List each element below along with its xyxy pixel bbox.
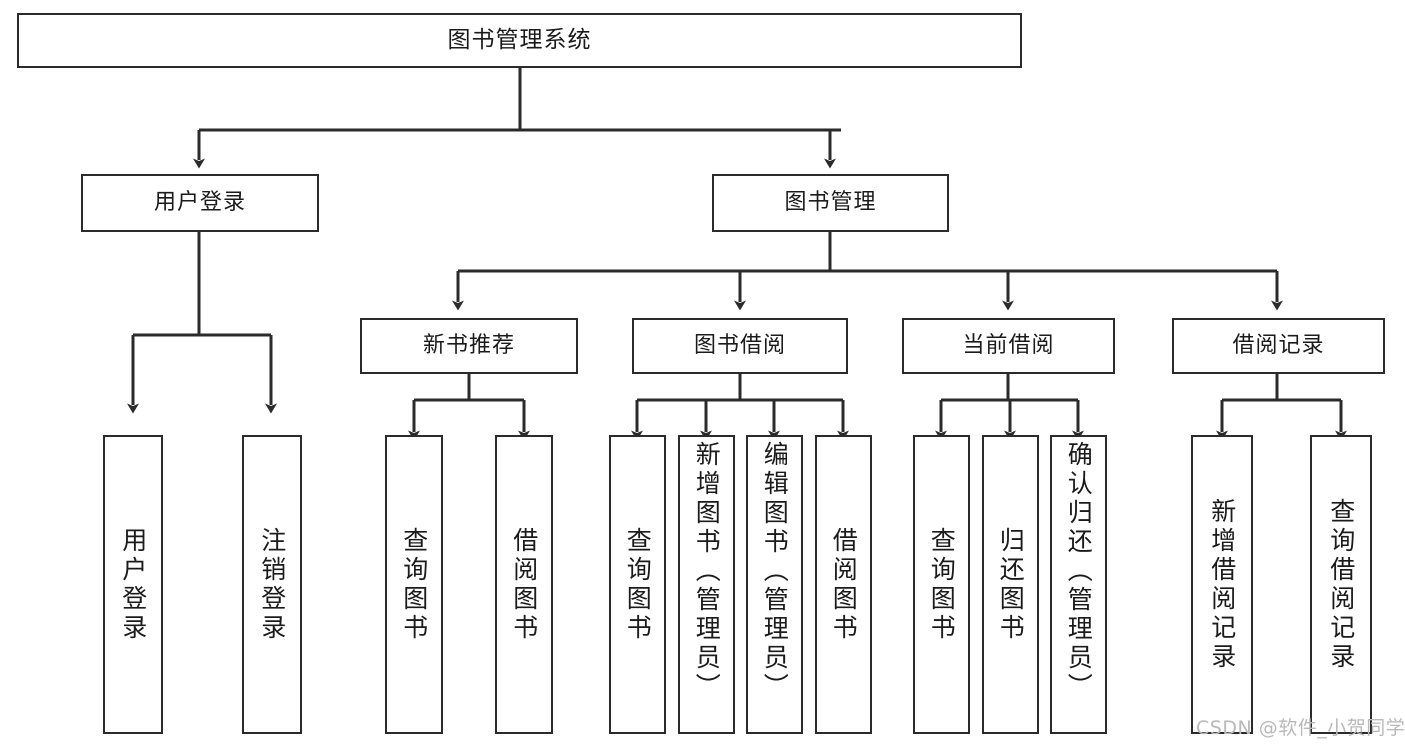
leaf-borrow-book-1[interactable]: 借阅图书 <box>495 435 553 734</box>
leaf-add-book[interactable]: 新增图书（管理员） <box>678 435 735 734</box>
leaf-return-book[interactable]: 归还图书 <box>982 435 1039 734</box>
node-root-system[interactable]: 图书管理系统 <box>17 13 1022 68</box>
node-new-book-recommend[interactable]: 新书推荐 <box>360 318 578 374</box>
node-label: 图书借阅 <box>693 333 786 359</box>
node-label: 借阅图书 <box>509 526 539 643</box>
node-label: 用户登录 <box>118 526 148 643</box>
leaf-query-book-2[interactable]: 查询图书 <box>609 435 666 734</box>
node-label: 图书管理 <box>784 190 877 216</box>
node-label: 新增图书（管理员） <box>692 441 722 702</box>
node-book-borrow[interactable]: 图书借阅 <box>632 318 848 374</box>
node-label: 新书推荐 <box>422 333 515 359</box>
leaf-borrow-book-2[interactable]: 借阅图书 <box>815 435 872 734</box>
node-label: 新增借阅记录 <box>1207 497 1237 672</box>
leaf-query-record[interactable]: 查询借阅记录 <box>1310 435 1372 734</box>
leaf-add-record[interactable]: 新增借阅记录 <box>1191 435 1253 734</box>
node-user-login[interactable]: 用户登录 <box>81 174 319 232</box>
node-label: 图书管理系统 <box>447 26 592 53</box>
node-label: 编辑图书（管理员） <box>760 441 790 702</box>
node-current-borrow[interactable]: 当前借阅 <box>902 318 1115 374</box>
leaf-query-book-1[interactable]: 查询图书 <box>385 435 443 734</box>
csdn-watermark: CSDN @软件_小贺同学 <box>1196 717 1405 739</box>
leaf-query-book-3[interactable]: 查询图书 <box>913 435 970 734</box>
node-label: 确认归还（管理员） <box>1064 441 1094 702</box>
node-book-management[interactable]: 图书管理 <box>712 174 949 232</box>
node-label: 借阅记录 <box>1232 333 1325 359</box>
node-label: 注销登录 <box>257 526 287 643</box>
node-label: 查询图书 <box>399 526 429 643</box>
node-borrow-record[interactable]: 借阅记录 <box>1172 318 1385 374</box>
leaf-confirm-return[interactable]: 确认归还（管理员） <box>1050 435 1107 734</box>
node-label: 当前借阅 <box>962 333 1055 359</box>
leaf-user-logout[interactable]: 注销登录 <box>242 435 302 734</box>
node-label: 查询图书 <box>927 526 957 643</box>
node-label: 归还图书 <box>996 526 1026 643</box>
leaf-user-login[interactable]: 用户登录 <box>103 435 163 734</box>
node-label: 用户登录 <box>153 190 246 216</box>
node-label: 查询借阅记录 <box>1326 497 1356 672</box>
node-label: 借阅图书 <box>829 526 859 643</box>
leaf-edit-book[interactable]: 编辑图书（管理员） <box>746 435 803 734</box>
node-label: 查询图书 <box>623 526 653 643</box>
